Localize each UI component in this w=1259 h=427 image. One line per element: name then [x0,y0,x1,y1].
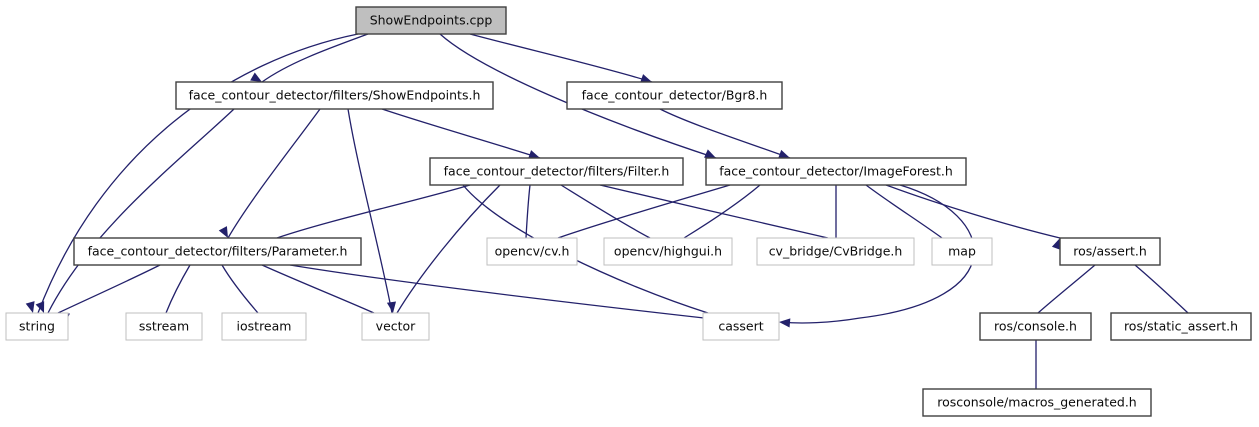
arrow-head-icon [218,226,228,238]
node-ros_assert_h[interactable]: ros/assert.h [1059,237,1161,266]
node-sstream[interactable]: sstream [125,312,203,341]
edge-imageforest_h-to-ros_assert_h [885,184,1061,250]
edge-showendpoints_h-to-vector [347,108,397,314]
node-box[interactable] [429,157,684,186]
edge-imageforest_h-to-opencv_cv_h [557,184,731,247]
node-filter_h[interactable]: face_contour_detector/filters/Filter.h [429,157,684,186]
node-box[interactable] [1059,237,1161,266]
node-box[interactable] [221,312,307,341]
node-box[interactable] [566,81,783,110]
node-vector[interactable]: vector [361,312,430,341]
node-ros_console_h[interactable]: ros/console.h [979,312,1092,341]
edge-showendpoints_cpp-to-string [25,33,359,314]
node-box[interactable] [125,312,203,341]
arrow-head-icon [779,318,791,328]
arrow-head-icon [35,301,45,313]
nodes-layer: ShowEndpoints.cpp face_contour_detector/f… [5,6,1252,417]
arrow-head-icon [250,72,262,82]
node-box[interactable] [922,388,1152,417]
arrow-head-icon [528,150,540,159]
node-ros_static_assert_h[interactable]: ros/static_assert.h [1110,312,1252,341]
node-cassert[interactable]: cassert [702,312,780,341]
node-box[interactable] [702,312,780,341]
node-opencv_highgui_h[interactable]: opencv/highgui.h [603,237,733,266]
node-map[interactable]: map [931,237,993,266]
node-box[interactable] [979,312,1092,341]
arrow-head-icon [704,149,716,158]
arrow-head-icon [640,74,652,83]
edge-showendpoints_h-to-filter_h [381,108,541,159]
arrow-head-icon [1051,238,1061,250]
edge-filter_h-to-parameter_h [276,184,471,247]
arrow-head-icon [25,301,35,313]
edge-showendpoints_cpp-to-imageforest_h [439,33,717,159]
edge-showendpoints_cpp-to-showendpoints_h [250,33,369,83]
edge-imageforest_h-to-cassert [779,184,975,328]
node-box[interactable] [355,6,507,35]
arrow-head-icon [386,301,397,313]
node-macros_generated_h[interactable]: rosconsole/macros_generated.h [922,388,1152,417]
edge-bgr8_h-to-imageforest_h [659,108,791,159]
node-box[interactable] [603,237,733,266]
node-box[interactable] [1110,312,1252,341]
node-string[interactable]: string [5,312,69,341]
node-box[interactable] [5,312,69,341]
arrow-head-icon [778,149,790,159]
node-box[interactable] [486,237,578,266]
edge-showendpoints_h-to-string [35,108,235,314]
node-parameter_h[interactable]: face_contour_detector/filters/Parameter.… [73,237,362,266]
node-bgr8_h[interactable]: face_contour_detector/Bgr8.h [566,81,783,110]
node-cvbridge_h[interactable]: cv_bridge/CvBridge.h [756,237,915,266]
edge-showendpoints_cpp-to-bgr8_h [469,33,653,83]
node-box[interactable] [756,237,915,266]
node-box[interactable] [175,81,494,110]
node-box[interactable] [73,237,362,266]
node-showendpoints_cpp[interactable]: ShowEndpoints.cpp [355,6,507,35]
node-iostream[interactable]: iostream [221,312,307,341]
edge-showendpoints_h-to-parameter_h [218,108,321,239]
node-box[interactable] [361,312,430,341]
node-opencv_cv_h[interactable]: opencv/cv.h [486,237,578,266]
node-imageforest_h[interactable]: face_contour_detector/ImageForest.h [705,157,967,186]
node-box[interactable] [705,157,967,186]
node-showendpoints_h[interactable]: face_contour_detector/filters/ShowEndpoi… [175,81,494,110]
node-box[interactable] [931,237,993,266]
